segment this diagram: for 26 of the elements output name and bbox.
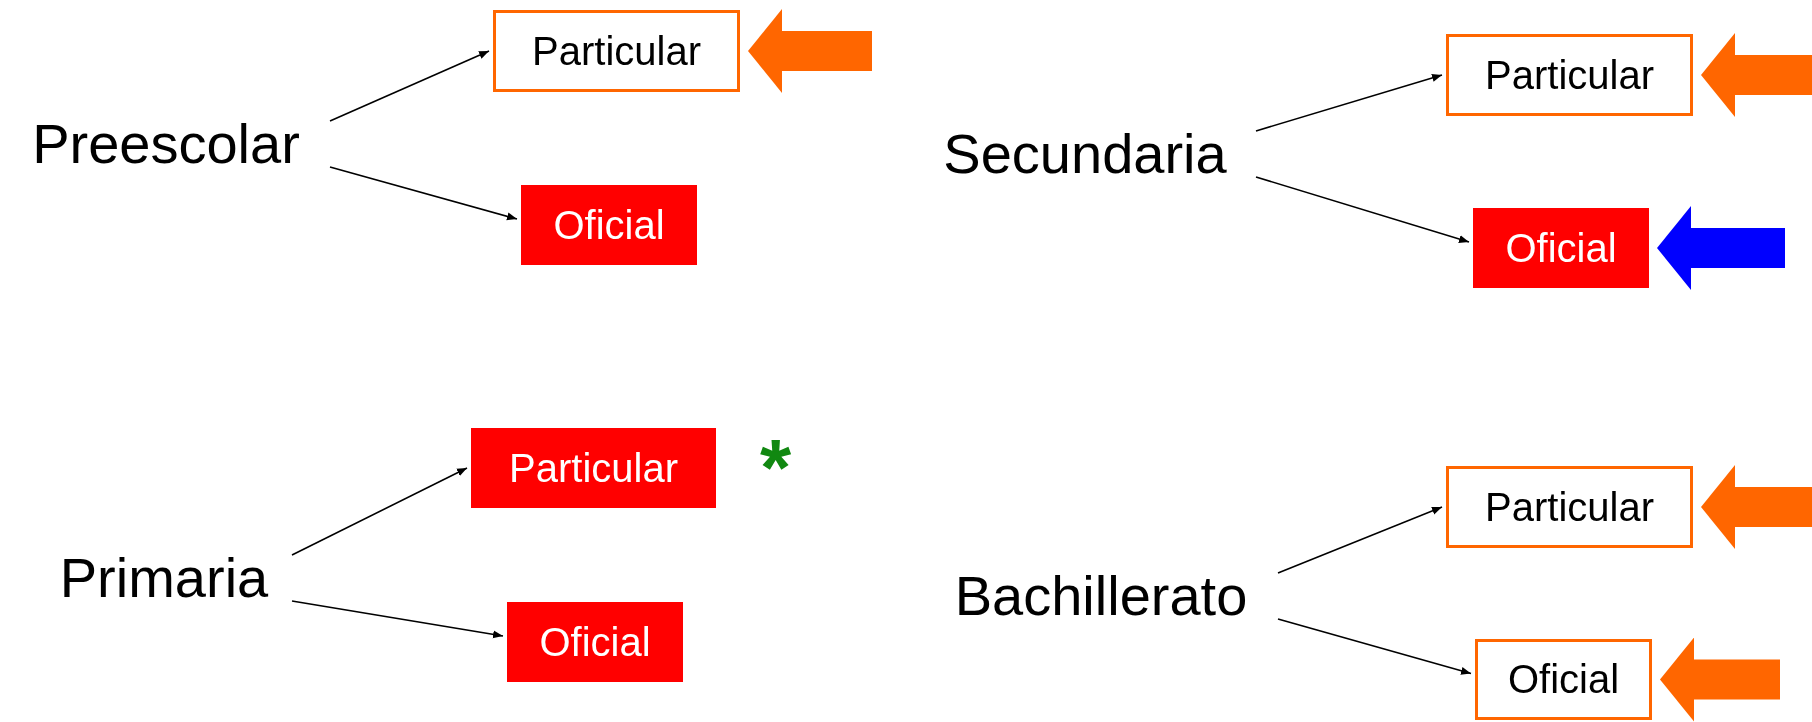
arrow [1277, 506, 1443, 574]
category-box: Oficial [507, 602, 683, 682]
category-box: Particular [471, 428, 716, 508]
block-arrow [1660, 637, 1780, 722]
category-box: Oficial [1473, 208, 1649, 288]
category-box: Oficial [521, 185, 697, 265]
category-box: Oficial [1475, 639, 1652, 720]
block-arrow [748, 9, 872, 93]
level-label: Bachillerato [932, 562, 1270, 628]
category-box: Particular [1446, 466, 1693, 548]
level-label: Secundaria [922, 120, 1248, 186]
arrow [329, 50, 490, 122]
category-box: Particular [1446, 34, 1693, 116]
arrow [291, 600, 504, 639]
asterisk-mark: * [760, 428, 792, 508]
arrow [1255, 74, 1443, 132]
level-label: Primaria [44, 544, 284, 610]
arrow [291, 467, 468, 556]
block-arrow [1701, 33, 1812, 117]
level-label: Preescolar [10, 110, 322, 176]
arrow [329, 166, 518, 221]
block-arrow [1701, 465, 1812, 549]
arrow [1255, 176, 1470, 243]
arrow [1277, 618, 1472, 675]
block-arrow [1657, 206, 1785, 290]
category-box: Particular [493, 10, 740, 92]
